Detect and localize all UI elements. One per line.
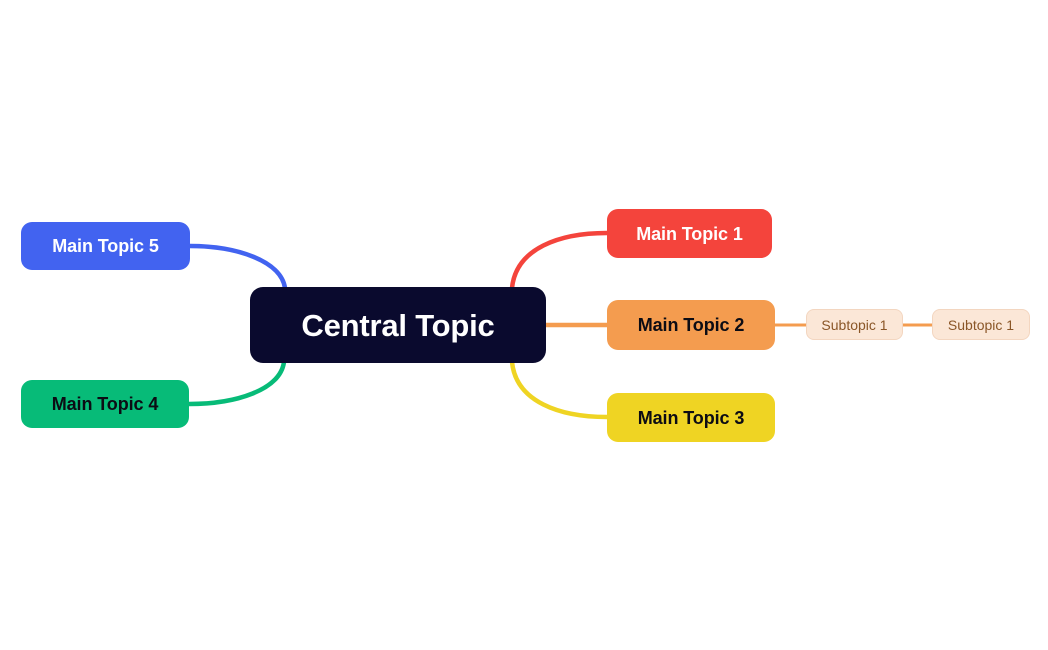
- connector-main-4: [186, 359, 287, 407]
- central-topic-node[interactable]: Central Topic: [250, 287, 546, 363]
- connector-main-5: [187, 243, 288, 291]
- subtopic-node-1[interactable]: Subtopic 1: [806, 309, 903, 340]
- main-topic-node-2[interactable]: Main Topic 2: [607, 300, 775, 350]
- connector-main-3: [509, 359, 610, 420]
- main-topic-node-4[interactable]: Main Topic 4: [21, 380, 189, 428]
- main-topic-node-1[interactable]: Main Topic 1: [607, 209, 772, 258]
- main-topic-node-3[interactable]: Main Topic 3: [607, 393, 775, 442]
- subtopic-node-2[interactable]: Subtopic 1: [932, 309, 1030, 340]
- connector-main-1: [509, 230, 610, 291]
- main-topic-node-5[interactable]: Main Topic 5: [21, 222, 190, 270]
